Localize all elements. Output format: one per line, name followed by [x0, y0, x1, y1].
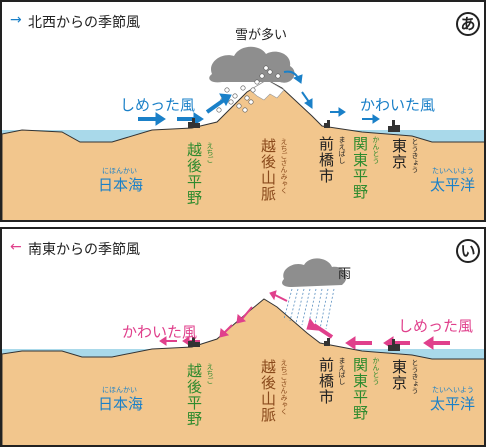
- rain-cloud: [282, 258, 347, 287]
- ruby-echigo-heiya: えちご: [206, 363, 214, 384]
- cloud-label: 雨: [338, 267, 352, 282]
- city-icons: [188, 118, 400, 132]
- city-icons: [188, 337, 400, 351]
- wind-label-left: しめった風: [120, 96, 196, 114]
- city-icon-niigata: [188, 118, 200, 128]
- ruby-kanto-heiya: かんとう: [372, 136, 380, 164]
- label-echigo-sanmyaku: 越後山脈: [259, 359, 277, 423]
- label-tokyo: 東京: [390, 359, 408, 391]
- label-maebashi: 前橋市: [317, 136, 335, 184]
- snow-cloud: [209, 46, 295, 83]
- wind-arrows: [138, 70, 380, 126]
- panel-winter-northwest: → 北西からの季節風 あ 雪が多い しめった風 かわいた風 にほんかい 日本海 …: [0, 0, 486, 222]
- label-echigo-heiya: 越後平野: [185, 363, 203, 427]
- ruby-echigo-heiya: えちご: [206, 142, 214, 163]
- label-echigo-sanmyaku: 越後山脈: [259, 138, 277, 202]
- legend-text: 南東からの季節風: [28, 242, 140, 258]
- wind-label-right: かわいた風: [360, 96, 436, 114]
- panel-summer-southeast: ← 南東からの季節風 い 雨 かわいた風 しめった風 にほんかい 日本海 越後平…: [0, 227, 486, 447]
- ruby-taiheiyo: たいへいよう: [432, 167, 474, 175]
- label-kanto-heiya: 関東平野: [351, 357, 369, 421]
- ruby-echigo-sanmyaku: えちごさんみゃく: [280, 359, 288, 415]
- label-nihonkai: 日本海: [98, 395, 144, 413]
- legend-text: 北西からの季節風: [28, 15, 140, 31]
- wind-label-right: しめった風: [398, 317, 474, 335]
- panel-mark: い: [456, 239, 480, 263]
- city-icon-maebashi: [324, 120, 330, 128]
- label-taiheiyo: 太平洋: [430, 395, 476, 413]
- ruby-echigo-sanmyaku: えちごさんみゃく: [280, 138, 288, 194]
- ruby-tokyo: とうきょう: [411, 359, 419, 394]
- ruby-kanto-heiya: かんとう: [372, 357, 380, 385]
- label-kanto-heiya: 関東平野: [351, 136, 369, 200]
- panel-mark: あ: [456, 12, 480, 36]
- legend-arrow: →: [10, 12, 22, 28]
- label-tokyo: 東京: [390, 138, 408, 170]
- cross-section-diagram: [2, 46, 484, 220]
- label-maebashi: 前橋市: [317, 357, 335, 405]
- snowfall-dots: [216, 65, 281, 113]
- label-echigo-heiya: 越後平野: [185, 142, 203, 206]
- land-profile: [2, 79, 484, 220]
- ruby-maebashi: まえばし: [338, 357, 346, 385]
- ruby-taiheiyo: たいへいよう: [432, 386, 474, 394]
- cross-section-diagram: [2, 258, 484, 445]
- ruby-nihonkai: にほんかい: [102, 167, 137, 175]
- land-profile: [2, 298, 484, 445]
- label-nihonkai: 日本海: [98, 176, 144, 194]
- cloud-label: 雪が多い: [235, 28, 288, 43]
- ruby-maebashi: まえばし: [338, 136, 346, 164]
- ruby-nihonkai: にほんかい: [102, 386, 137, 394]
- ruby-tokyo: とうきょう: [411, 138, 419, 173]
- legend-arrow: ←: [10, 239, 22, 255]
- label-taiheiyo: 太平洋: [430, 176, 476, 194]
- wind-label-left: かわいた風: [122, 323, 198, 341]
- city-icon-tokyo: [388, 120, 400, 132]
